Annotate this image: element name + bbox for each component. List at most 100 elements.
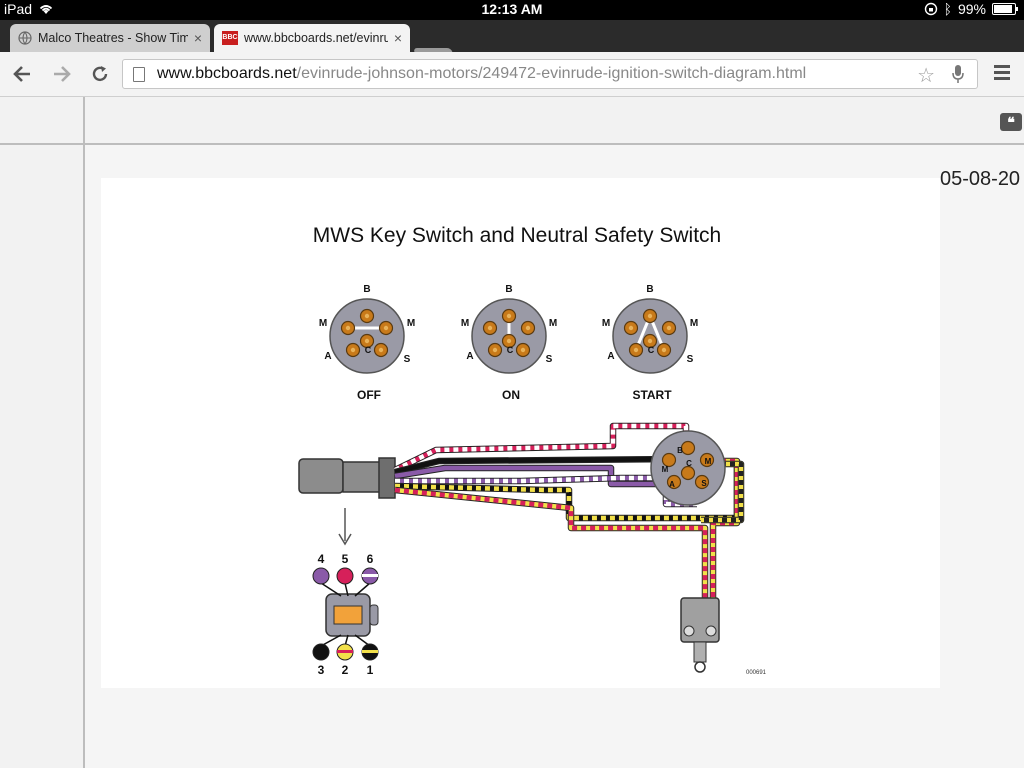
pin-number-bottom: 1 bbox=[367, 663, 374, 677]
pin-number-bottom: 2 bbox=[342, 663, 349, 677]
forward-button[interactable] bbox=[48, 60, 76, 88]
wifi-icon bbox=[39, 5, 53, 14]
pin-lead bbox=[320, 582, 342, 597]
terminal-center bbox=[647, 313, 653, 319]
browser-toolbar: www.bbcboards.net/evinrude-johnson-motor… bbox=[0, 52, 1024, 97]
wire-yellow-red-stripe bbox=[394, 487, 708, 598]
part-number: 000691 bbox=[746, 670, 767, 676]
pin-dot bbox=[336, 567, 354, 585]
pin-stripe bbox=[362, 574, 378, 577]
ignition-terminal bbox=[666, 474, 682, 490]
ignition-terminal bbox=[661, 452, 677, 468]
label-m: M bbox=[549, 318, 557, 329]
wiring-diagram: MWS Key Switch and Neutral Safety Switch… bbox=[298, 224, 767, 677]
reload-icon bbox=[92, 66, 108, 82]
label-m: M bbox=[690, 318, 698, 329]
label-a: A bbox=[607, 351, 614, 362]
terminal-center bbox=[345, 325, 351, 331]
label-c: C bbox=[365, 345, 372, 355]
pinout-center bbox=[333, 605, 363, 625]
quote-icon[interactable]: ❝ bbox=[1000, 113, 1022, 131]
terminal-center bbox=[364, 338, 370, 344]
tab-close-icon[interactable]: × bbox=[193, 30, 202, 46]
ignition-terminal bbox=[680, 440, 696, 456]
label-b: B bbox=[363, 284, 370, 295]
ignition-label-m: M bbox=[705, 457, 712, 466]
wiring-diagram-image: MWS Key Switch and Neutral Safety Switch… bbox=[101, 178, 940, 688]
label-c: C bbox=[648, 345, 655, 355]
ignition-terminal bbox=[694, 474, 710, 490]
terminal-center bbox=[492, 347, 498, 353]
bookmark-star-icon[interactable]: ☆ bbox=[917, 65, 935, 87]
orientation-lock-icon bbox=[924, 2, 937, 16]
label-a: A bbox=[466, 351, 473, 362]
tab-malco-theatres[interactable]: Malco Theatres - Show Tim × bbox=[10, 24, 210, 52]
url-host: www.bbcboards.net bbox=[157, 65, 297, 82]
forward-arrow-icon bbox=[54, 66, 71, 82]
diagram-title: MWS Key Switch and Neutral Safety Switch bbox=[313, 224, 722, 247]
terminal-center bbox=[506, 313, 512, 319]
ignition-label-a: A bbox=[669, 480, 675, 489]
wire-black bbox=[394, 456, 687, 475]
pin-dot bbox=[312, 567, 330, 585]
pin-stripe bbox=[362, 650, 378, 653]
clock: 12:13 AM bbox=[481, 1, 543, 17]
switch-state-label: ON bbox=[502, 388, 520, 402]
bluetooth-icon: ᛒ bbox=[943, 1, 952, 17]
terminal-center bbox=[520, 347, 526, 353]
pin-lead bbox=[354, 582, 371, 597]
label-m: M bbox=[319, 318, 327, 329]
device-name: iPad bbox=[4, 1, 33, 17]
back-arrow-icon bbox=[13, 66, 30, 82]
ignition-terminal bbox=[699, 452, 715, 468]
label-m: M bbox=[407, 318, 415, 329]
menu-icon[interactable] bbox=[994, 65, 1010, 83]
battery-fill bbox=[994, 5, 1012, 13]
harness-plug-collar bbox=[378, 457, 396, 499]
pin-lead bbox=[344, 582, 349, 597]
pinout-arrow-head bbox=[338, 533, 352, 546]
globe-icon bbox=[18, 31, 32, 45]
terminal-center bbox=[647, 338, 653, 344]
tab-close-icon[interactable]: × bbox=[393, 30, 402, 46]
label-s: S bbox=[687, 354, 694, 365]
tab-title: Malco Theatres - Show Tim bbox=[38, 31, 188, 45]
terminal-center bbox=[350, 347, 356, 353]
pin-dot bbox=[312, 643, 330, 661]
plunger-tip bbox=[694, 661, 706, 673]
terminal-center bbox=[666, 325, 672, 331]
label-m: M bbox=[602, 318, 610, 329]
pin-number-bottom: 3 bbox=[318, 663, 325, 677]
address-bar[interactable]: www.bbcboards.net/evinrude-johnson-motor… bbox=[122, 59, 978, 89]
bbc-favicon-icon: BBC bbox=[222, 31, 238, 45]
microphone-icon[interactable] bbox=[951, 64, 965, 84]
screw-terminal bbox=[683, 625, 695, 637]
plunger bbox=[693, 641, 707, 663]
pin-lead bbox=[320, 634, 342, 647]
status-bar-right: ᛒ 99% bbox=[924, 1, 1018, 17]
tab-bbcboards[interactable]: BBC www.bbcboards.net/evinru × bbox=[214, 24, 410, 52]
tab-strip: Malco Theatres - Show Tim × BBC www.bbcb… bbox=[0, 20, 1024, 66]
wire-red-white-stripe bbox=[394, 423, 689, 473]
pin-number-top: 4 bbox=[318, 552, 325, 566]
forum-bar: ❝ bbox=[0, 97, 1024, 145]
reload-button[interactable] bbox=[86, 60, 114, 88]
terminal-center bbox=[506, 338, 512, 344]
pin-number-top: 6 bbox=[367, 552, 374, 566]
pinout-latch bbox=[369, 604, 379, 626]
back-button[interactable] bbox=[8, 60, 36, 88]
wire-purple-white bbox=[395, 475, 697, 507]
status-bar-left: iPad bbox=[4, 1, 54, 17]
pin-stripe bbox=[337, 650, 353, 653]
divider bbox=[83, 97, 85, 768]
terminal-center bbox=[364, 313, 370, 319]
terminal-center bbox=[383, 325, 389, 331]
wire-purple bbox=[394, 465, 673, 487]
tab-title: www.bbcboards.net/evinru bbox=[244, 31, 388, 45]
